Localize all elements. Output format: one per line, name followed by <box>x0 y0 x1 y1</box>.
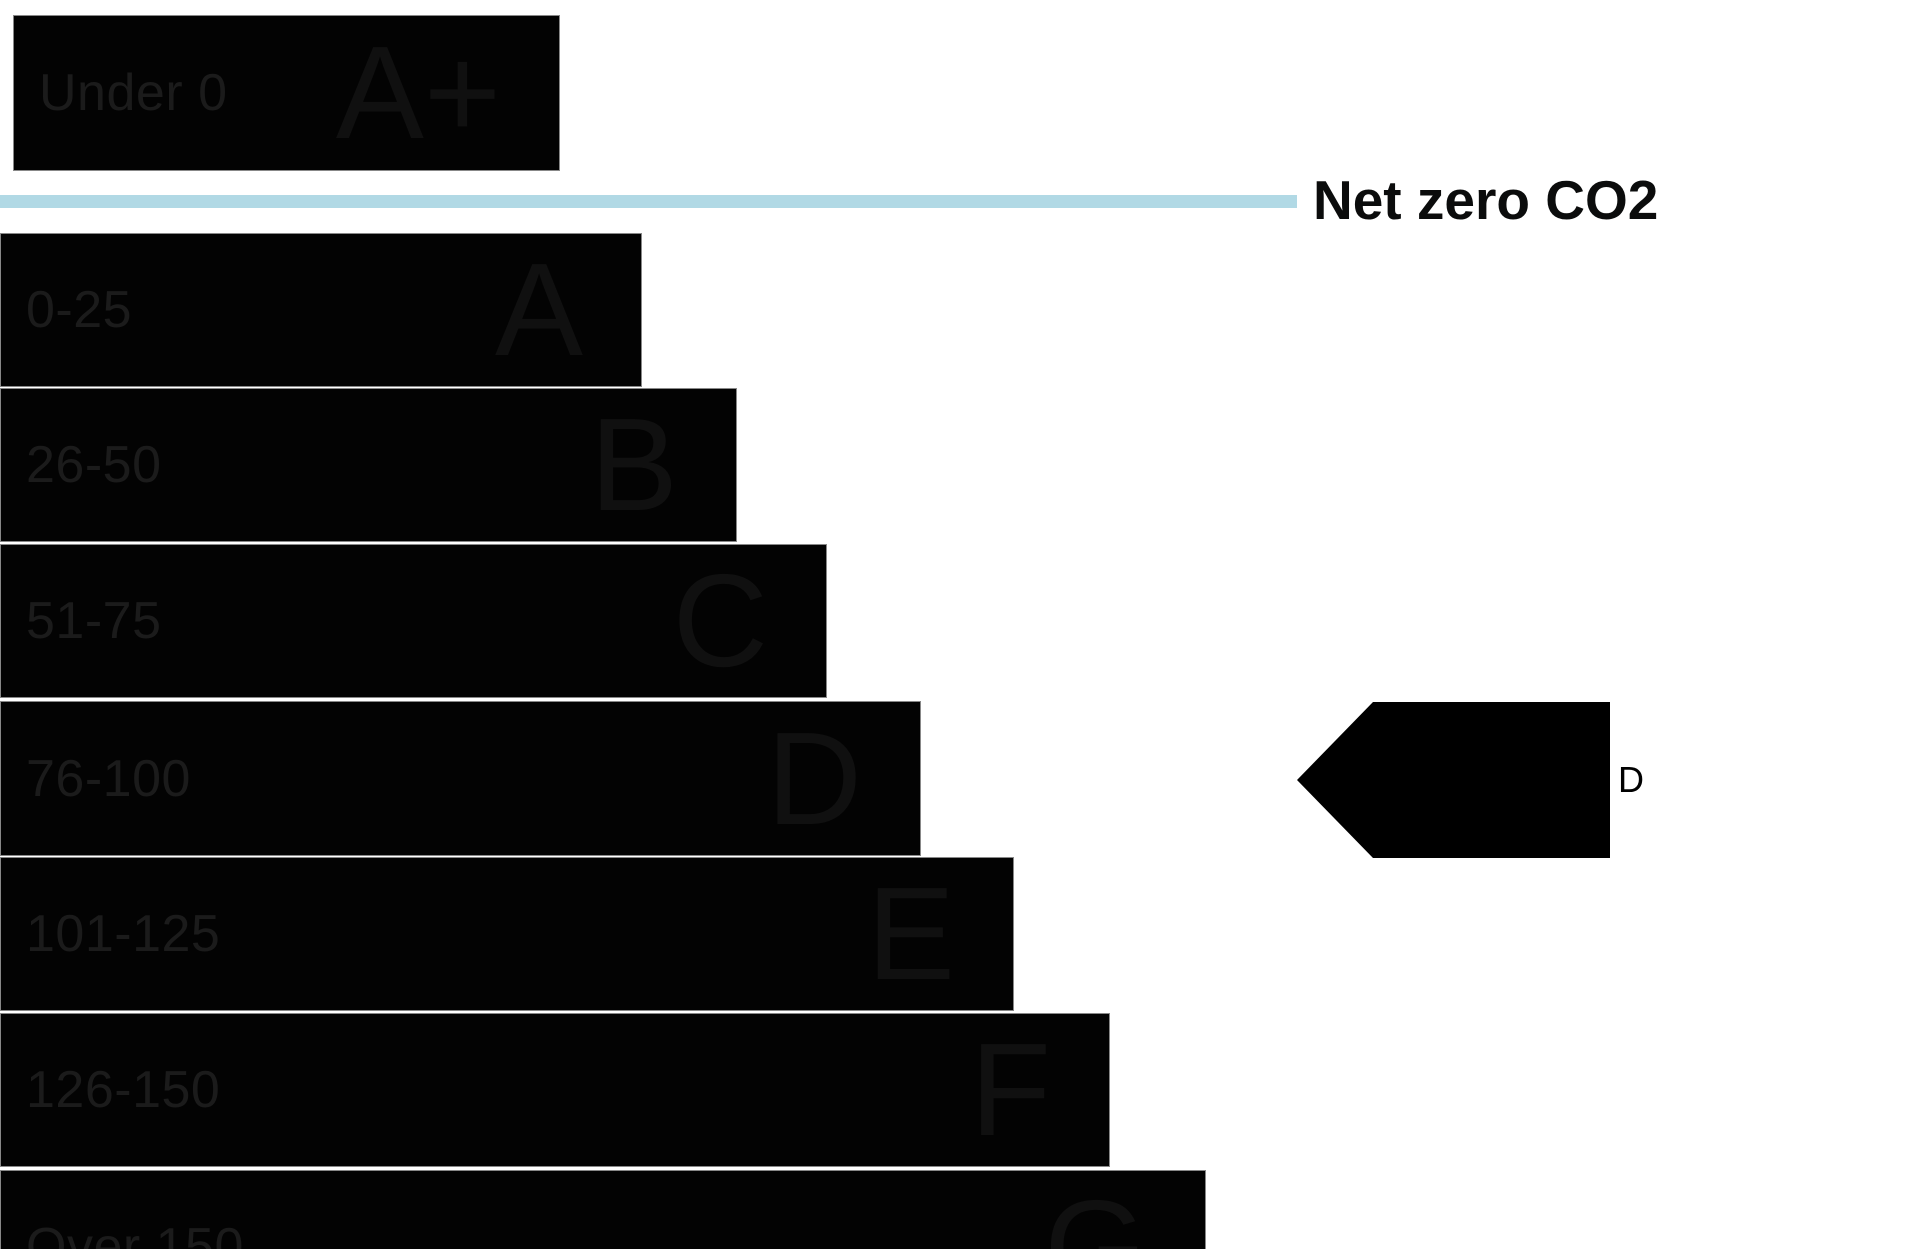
current-rating-letter: D <box>1618 759 1644 800</box>
rating-letter: D <box>766 704 862 852</box>
rating-letter: B <box>589 391 678 538</box>
band-row-a-plus: Under 0 A+ <box>13 15 560 171</box>
band-row-e: 101-125 E <box>0 857 1014 1011</box>
band-row-g: Over 150 G <box>0 1170 1206 1249</box>
rating-letter: A+ <box>335 19 501 166</box>
rating-letter: A <box>494 236 583 383</box>
band-row-f: 126-150 F <box>0 1013 1110 1167</box>
co2-range-label: 0-25 <box>26 281 133 339</box>
rating-letter: E <box>866 860 955 1007</box>
co2-range-label: 26-50 <box>26 436 162 494</box>
band-row-d: 76-100 D <box>0 701 921 856</box>
current-rating-pointer <box>1297 702 1610 858</box>
co2-range-label: 126-150 <box>26 1061 221 1119</box>
net-zero-co2-line <box>0 195 1297 208</box>
co2-range-label: Under 0 <box>39 64 228 122</box>
co2-range-label: 51-75 <box>26 592 162 650</box>
band-row-c: 51-75 C <box>0 544 827 698</box>
rating-letter: G <box>1044 1173 1147 1249</box>
rating-letter: C <box>672 547 768 694</box>
left-arrow-pointer-icon <box>1297 702 1610 858</box>
rating-letter: F <box>970 1016 1051 1163</box>
co2-range-label: 101-125 <box>26 905 221 963</box>
band-row-a: 0-25 A <box>0 233 642 387</box>
band-row-b: 26-50 B <box>0 388 737 542</box>
co2-range-label: 76-100 <box>26 749 191 808</box>
net-zero-co2-label: Net zero CO2 <box>1313 169 1659 231</box>
co2-range-label: Over 150 <box>26 1218 244 1249</box>
